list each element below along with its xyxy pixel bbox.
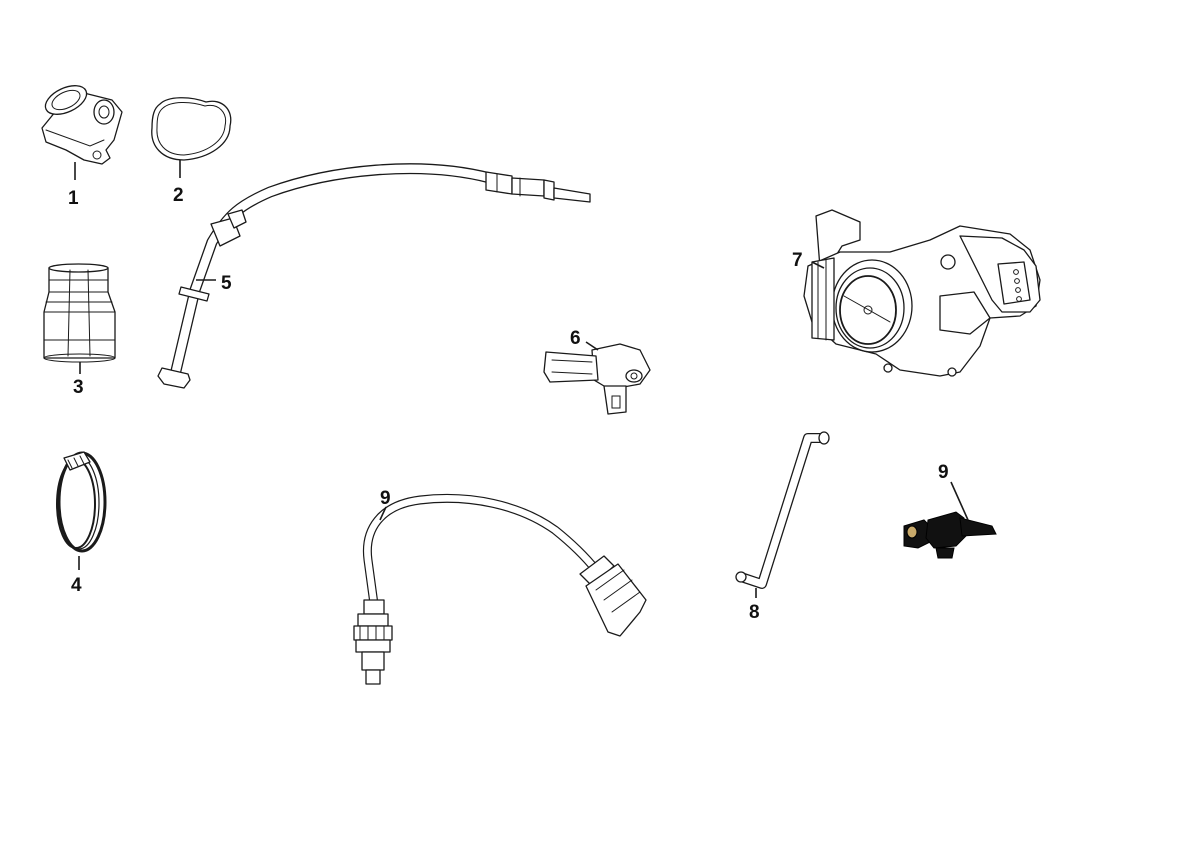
part-9-knock-sensor: 9 (903, 462, 997, 559)
callout-7: 7 (792, 250, 803, 271)
callout-5: 5 (221, 273, 232, 294)
leader-6 (585, 341, 599, 351)
part-8-breather-pipe: 8 (735, 431, 830, 623)
callout-9a: 9 (380, 488, 391, 509)
part-3-intake-sleeve: 3 (43, 263, 116, 398)
part-1-thermostat-housing: 1 (41, 85, 123, 209)
part-9-oxygen-sensor: 9 (353, 488, 647, 685)
part-7-throttle-body: 7 (792, 209, 1041, 377)
part-5-sensor-lead: 5 (157, 163, 591, 389)
callout-1: 1 (68, 188, 79, 209)
callout-8: 8 (749, 602, 760, 623)
part-4-hose-clamp: 4 (56, 451, 107, 596)
leader-9a (379, 506, 387, 521)
callout-9b: 9 (938, 462, 949, 483)
part-6-map-sensor: 6 (543, 328, 651, 415)
callout-4: 4 (71, 575, 82, 596)
leader-9b (950, 481, 969, 521)
callout-2: 2 (173, 185, 184, 206)
callout-6: 6 (570, 328, 581, 349)
part-2-gasket: 2 (151, 97, 232, 206)
callout-3: 3 (73, 377, 84, 398)
leader-7 (811, 261, 825, 269)
